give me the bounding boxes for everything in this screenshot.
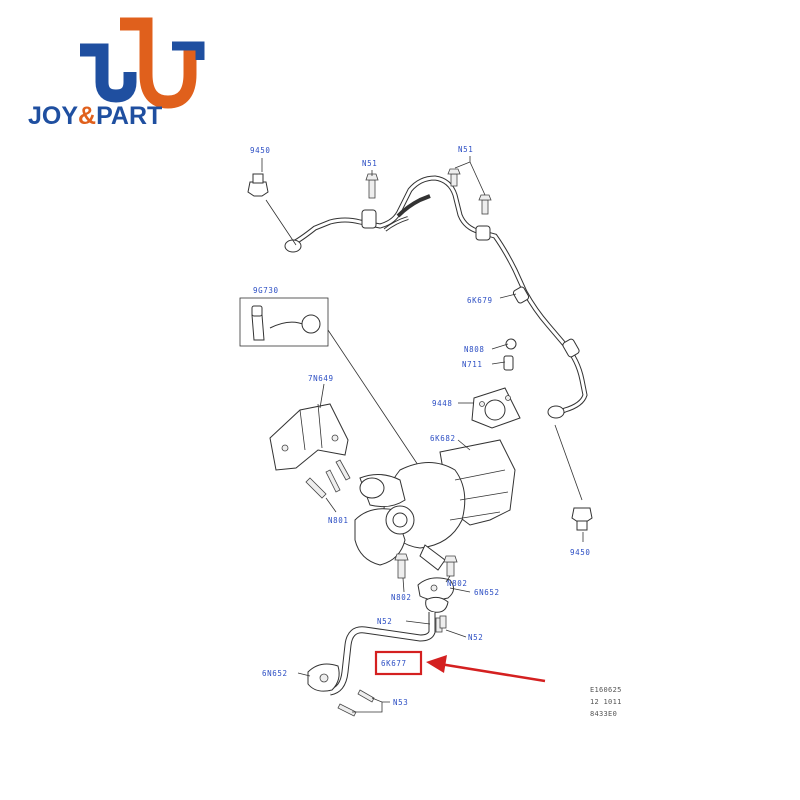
bolt-n51-right-a — [447, 168, 461, 187]
fitting-n808 — [505, 338, 517, 350]
bracket-7n649 — [269, 403, 349, 471]
label-9g730: 9G730 — [253, 286, 279, 295]
brand-name-part1: JOY — [28, 102, 79, 130]
logo-blue-accent — [172, 41, 205, 60]
label-n808: N808 — [464, 345, 484, 354]
clip-9450-bottom — [571, 507, 593, 531]
fitting-n711 — [503, 355, 514, 371]
gasket-6n652-mid — [425, 596, 449, 613]
clip-9450-top — [247, 173, 269, 197]
label-9450-top: 9450 — [250, 146, 270, 155]
red-arrow-shaft — [439, 662, 546, 683]
logo-blue-j-mark — [80, 43, 137, 103]
reference-code-block: E160625 12 1011 8433E0 — [590, 686, 622, 718]
oil-feed-pipe-6k679 — [284, 175, 588, 419]
label-n51-top: N51 — [362, 159, 377, 168]
bolt-n51-top — [365, 173, 379, 199]
label-9450-bottom: 9450 — [570, 548, 590, 557]
brand-wordmark: JOY&PART — [28, 102, 162, 131]
bolt-n51-right-b — [478, 194, 492, 215]
brand-logo — [80, 17, 205, 109]
label-n51-right: N51 — [458, 145, 473, 154]
label-6k682: 6K682 — [430, 434, 456, 443]
label-6n652-right: 6N652 — [474, 588, 500, 597]
bolt-n52-b — [439, 615, 447, 629]
label-n52-right: N52 — [468, 633, 483, 642]
red-arrow-head — [426, 655, 447, 673]
highlight-box — [374, 650, 423, 676]
bolt-n802-left — [394, 553, 409, 579]
label-n711: N711 — [462, 360, 482, 369]
turbocharger-6k682 — [354, 439, 516, 571]
label-n801: N801 — [328, 516, 348, 525]
label-6n652-left: 6N652 — [262, 669, 288, 678]
ref-line-3: 8433E0 — [590, 710, 617, 718]
leader-lines — [261, 156, 584, 713]
ref-line-1: E160625 — [590, 686, 622, 694]
bolts-n53 — [337, 689, 375, 717]
label-9448: 9448 — [432, 399, 452, 408]
label-7n649: 7N649 — [308, 374, 334, 383]
brand-name-part2: PART — [96, 102, 163, 130]
ref-line-2: 12 1011 — [590, 698, 622, 706]
label-n802-left: N802 — [391, 593, 411, 602]
inset-box-9g730 — [239, 297, 329, 347]
bolts-n801 — [305, 459, 351, 499]
label-n53: N53 — [393, 698, 408, 707]
oil-return-pipe-6k677 — [329, 612, 436, 696]
label-n52-left: N52 — [377, 617, 392, 626]
logo-orange-j-mark — [120, 17, 197, 109]
gasket-6n652-left — [307, 663, 340, 692]
gasket-9448 — [471, 387, 521, 429]
label-6k679: 6K679 — [467, 296, 493, 305]
label-n802-right: N802 — [447, 579, 467, 588]
callout-labels: 9450 N51 N51 9G730 6K679 N808 N711 7N649… — [250, 145, 590, 707]
label-6k677: 6K677 — [381, 659, 407, 668]
bolt-n802-right — [443, 555, 458, 577]
brand-ampersand: & — [78, 102, 97, 130]
highlight-6k677: 6K677 — [374, 650, 546, 683]
